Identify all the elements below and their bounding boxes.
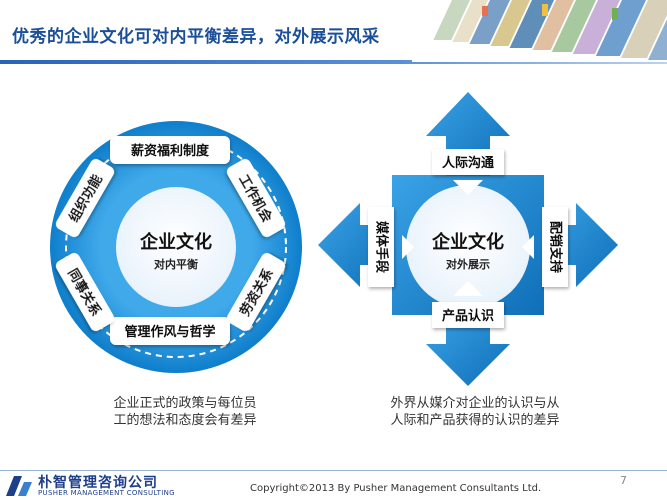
page-number: 7 — [620, 474, 627, 487]
left-center-title: 企业文化 — [139, 231, 212, 253]
chevron-bottom-icon — [453, 281, 483, 296]
arrow-left — [318, 203, 394, 287]
segment-management: 管理作风与哲学 — [110, 317, 230, 345]
segment-salary: 薪资福利制度 — [110, 136, 230, 164]
left-wheel-diagram: 薪资福利制度 管理作风与哲学 工作机会 劳资关系 组织功能 同事关系 企业文化 … — [50, 121, 302, 373]
chevron-left-icon — [402, 235, 414, 259]
chevron-right-icon — [522, 235, 534, 259]
right-center-title: 企业文化 — [431, 231, 504, 253]
arrow-right — [542, 203, 618, 287]
left-caption-line2: 工的想法和态度会有差异 — [113, 413, 257, 428]
books-image — [412, 0, 667, 62]
label-top: 人际沟通 — [432, 149, 504, 175]
title-divider — [0, 60, 667, 64]
segment-label-management: 管理作风与哲学 — [124, 324, 215, 340]
footer-divider — [0, 470, 667, 471]
left-caption: 企业正式的政策与每位员 工的想法和态度会有差异 — [90, 395, 280, 429]
label-bottom-text: 产品认识 — [442, 308, 494, 324]
label-right-text: 配销支持 — [548, 221, 564, 273]
chevron-top-icon — [453, 180, 483, 195]
company-name-cn: 朴智管理咨询公司 — [38, 475, 158, 491]
right-center-circle — [406, 185, 530, 309]
company-name-en: PUSHER MANAGEMENT CONSULTING — [38, 489, 175, 497]
page-title: 优秀的企业文化可对内平衡差异，对外展示风采 — [12, 27, 380, 47]
left-caption-line1: 企业正式的政策与每位员 — [113, 396, 257, 411]
company-logo-icon — [6, 476, 32, 496]
label-left-text: 媒体手段 — [374, 221, 390, 273]
label-top-text: 人际沟通 — [442, 155, 494, 171]
segment-label-salary: 薪资福利制度 — [131, 143, 210, 159]
copyright-text: Copyright©2013 By Pusher Management Cons… — [250, 483, 542, 494]
diagrams-canvas: 薪资福利制度 管理作风与哲学 工作机会 劳资关系 组织功能 同事关系 企业文化 … — [50, 92, 618, 386]
right-caption-line1: 外界从媒介对企业的认识与从 — [390, 396, 560, 411]
right-arrow-diagram: 人际沟通 产品认识 媒体手段 配销支持 企业文化 对外展示 — [318, 92, 618, 386]
arrow-down — [426, 314, 510, 386]
left-center-circle — [116, 187, 236, 307]
right-center-subtitle: 对外展示 — [446, 257, 490, 271]
label-bottom: 产品认识 — [432, 302, 504, 328]
left-center-subtitle: 对内平衡 — [154, 257, 198, 271]
right-caption-line2: 人际和产品获得的认识的差异 — [390, 413, 560, 428]
right-caption: 外界从媒介对企业的认识与从 人际和产品获得的认识的差异 — [380, 395, 570, 429]
label-left: 媒体手段 — [368, 207, 394, 287]
label-right: 配销支持 — [542, 207, 568, 287]
